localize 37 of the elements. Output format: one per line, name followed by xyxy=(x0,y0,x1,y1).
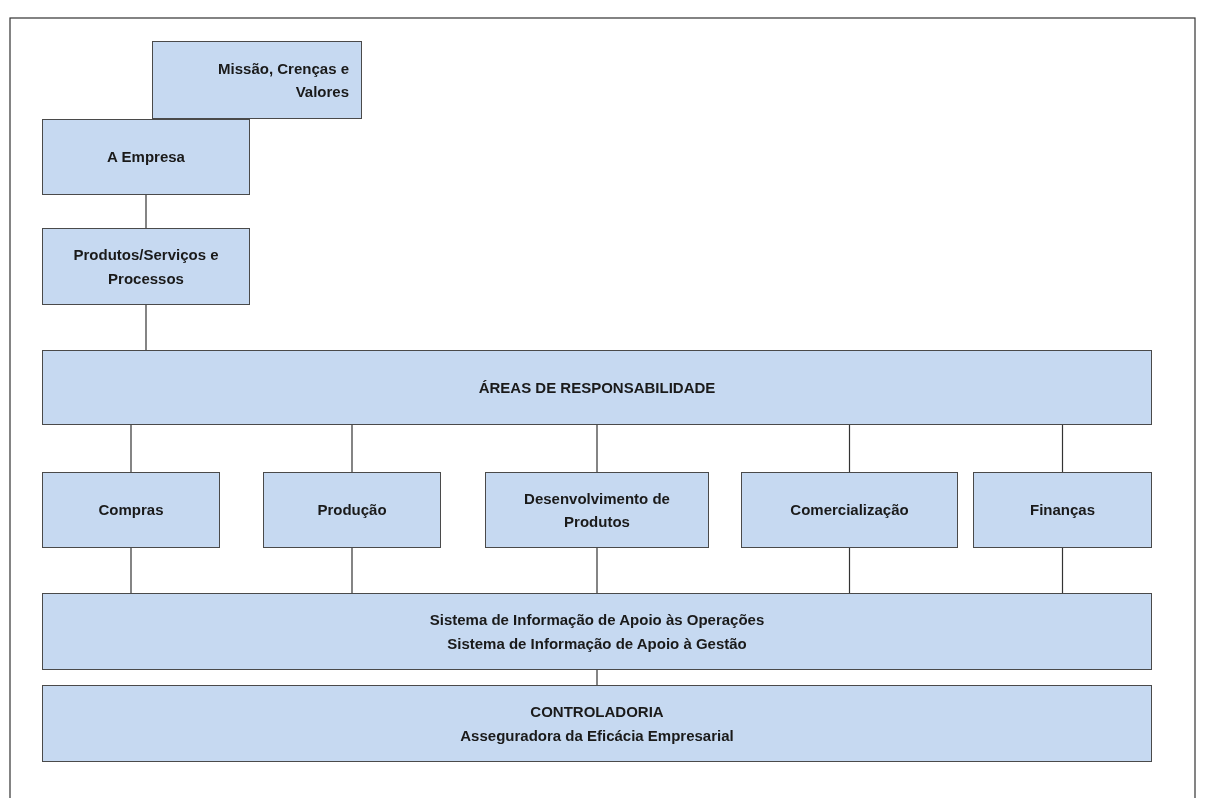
box xyxy=(42,685,1152,762)
connector-line xyxy=(1061,547,1064,594)
box xyxy=(42,472,220,548)
box xyxy=(485,472,709,548)
connector-line xyxy=(351,547,353,594)
box-label: Produção xyxy=(317,500,387,521)
box xyxy=(42,119,250,195)
box-label: Desenvolvimento de Produtos xyxy=(523,488,671,532)
connector-line xyxy=(596,547,598,594)
connector-line xyxy=(145,194,147,229)
box-label: Produtos/Serviços e Processos xyxy=(72,245,220,289)
box-label: Sistema de Informação de Apoio às Operações xyxy=(429,610,765,631)
connector-line xyxy=(848,424,851,473)
box xyxy=(42,228,250,305)
connector-line xyxy=(596,424,598,473)
box xyxy=(42,593,1152,670)
box-label: Sistema de Informação de Apoio à Gestão xyxy=(447,633,747,654)
connector-line xyxy=(145,304,147,351)
box-label: A Empresa xyxy=(107,147,185,168)
connector-line xyxy=(130,424,132,473)
box xyxy=(263,472,441,548)
box xyxy=(973,472,1152,548)
box xyxy=(42,350,1152,425)
box-label: Compras xyxy=(98,500,164,521)
box-label: ÁREAS DE RESPONSABILIDADE xyxy=(478,377,716,398)
box xyxy=(741,472,958,548)
box-label: Comercialização xyxy=(790,500,909,521)
box xyxy=(152,41,362,119)
box-label: Finanças xyxy=(1030,500,1095,521)
connector-line xyxy=(848,547,851,594)
connector-line xyxy=(596,669,598,686)
connector-line xyxy=(130,547,132,594)
connector-line xyxy=(1061,424,1064,473)
connector-line xyxy=(351,424,353,473)
box-label: Asseguradora da Eficácia Empresarial xyxy=(460,725,734,746)
box-label: Missão, Crenças e Valores xyxy=(217,58,349,102)
box-label: CONTROLADORIA xyxy=(530,702,664,723)
